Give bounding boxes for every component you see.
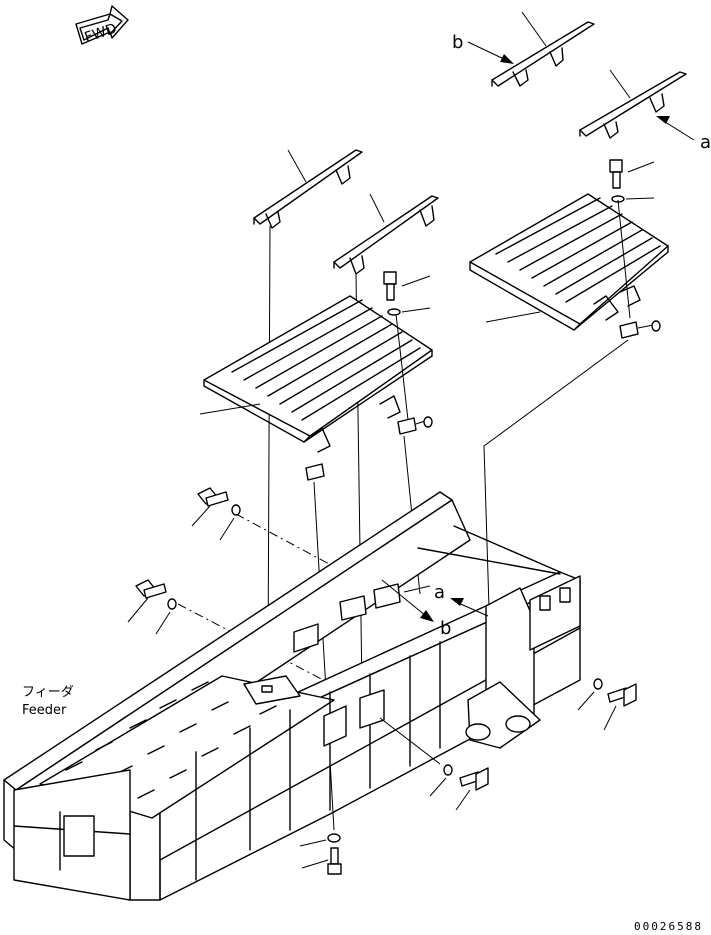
callout-b-mid: b (381, 579, 451, 639)
drawing-number: 00026588 (634, 920, 703, 933)
bolt-mid-upper (383, 271, 431, 421)
bolt-left-upper (191, 487, 241, 541)
callout-b-top: b (452, 32, 514, 64)
callout-a-mid: a (403, 582, 489, 617)
svg-text:b: b (452, 32, 463, 53)
feeder-label: フィーダ Feeder (22, 685, 74, 718)
svg-text:b: b (440, 618, 451, 639)
callout-a-top: a (656, 116, 711, 153)
bolt-right-upper (609, 159, 655, 319)
clip-right (619, 320, 661, 339)
feeder-label-jp: フィーダ (22, 685, 74, 700)
grating-plate-left (199, 295, 433, 453)
bolt-left-lower (127, 579, 177, 635)
fwd-arrow-icon: FWD (75, 5, 129, 46)
bolt-right-bottom (379, 717, 489, 811)
svg-text:a: a (434, 582, 445, 603)
bolt-right-lower (577, 678, 637, 731)
guide-rail-left (253, 149, 363, 661)
feeder-label-en: Feeder (22, 703, 67, 718)
svg-text:a: a (700, 132, 711, 153)
guide-rail-b (491, 11, 595, 87)
guide-rail-a (579, 69, 687, 139)
feeder-frame (3, 491, 581, 901)
grating-plate-right (469, 193, 669, 331)
bolt-bottom (299, 833, 342, 875)
